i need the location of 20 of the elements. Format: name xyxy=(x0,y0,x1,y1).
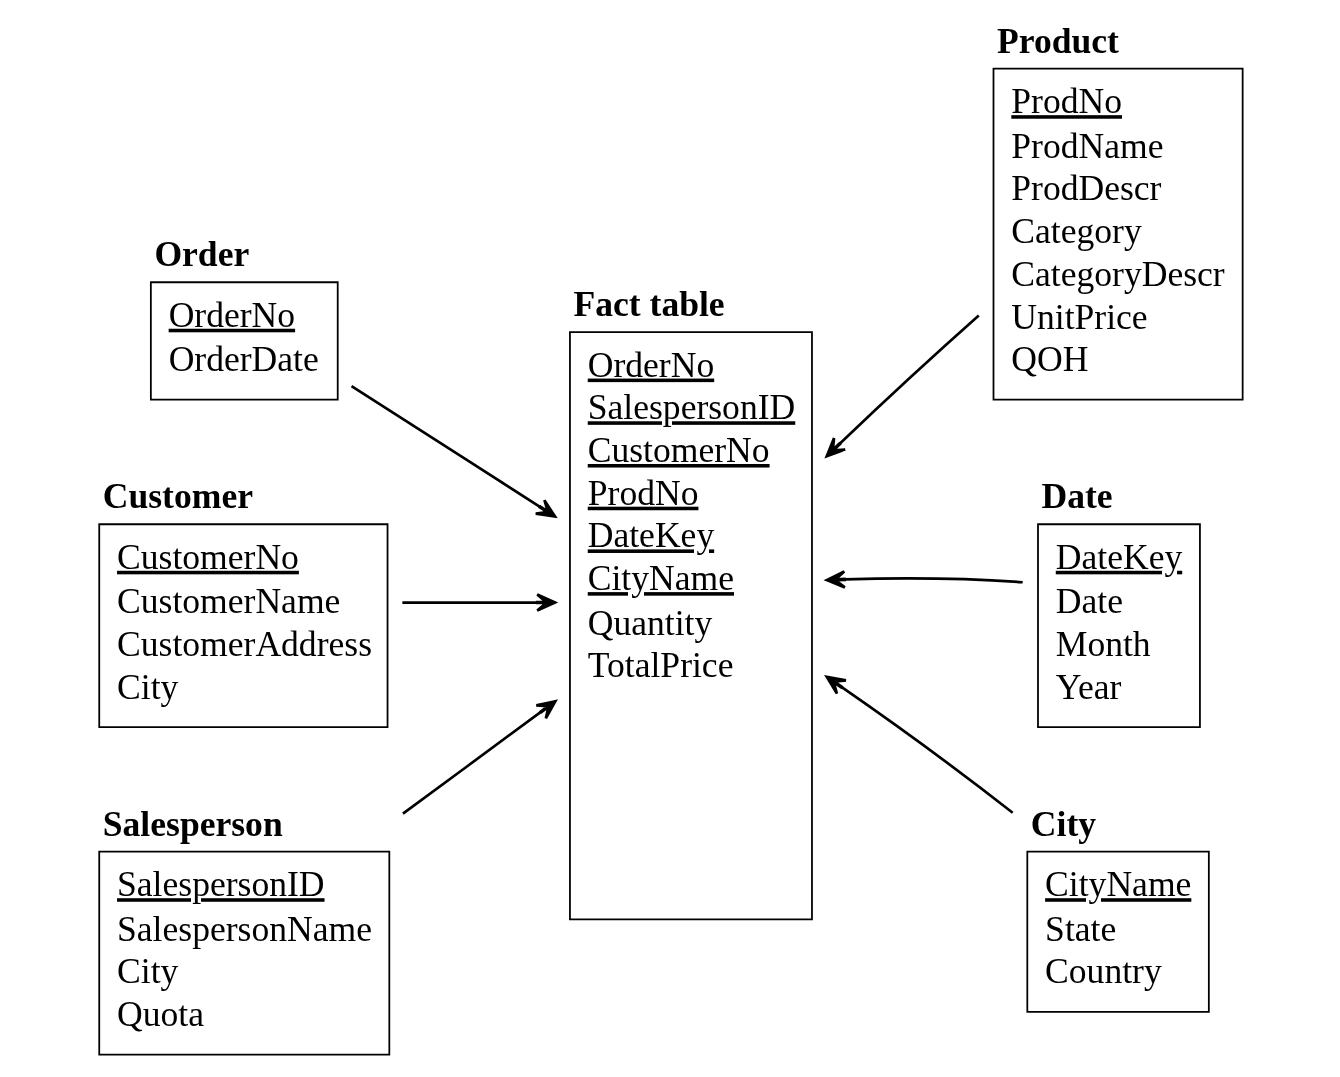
node-box: CityName State Country xyxy=(1025,850,1210,1013)
node-label: Salesperson xyxy=(102,803,283,844)
node-box: OrderNo OrderDate xyxy=(149,281,339,401)
node-label: Fact table xyxy=(573,284,725,325)
node-box: CustomerNo CustomerName CustomerAddress City xyxy=(97,523,388,729)
arrow xyxy=(401,593,556,612)
node-box: ProdNo ProdName ProdDescr Category CategoryDescr UnitPrice QOH xyxy=(992,67,1244,401)
node-box: OrderNo SalespersonID CustomerNo ProdNo DateKey CityName Quantity TotalPrice xyxy=(568,331,813,921)
node-label: Customer xyxy=(102,476,253,517)
arrow xyxy=(824,570,1023,589)
node-box: SalespersonID SalespersonName City Quota xyxy=(97,850,390,1056)
node-label: City xyxy=(1030,803,1096,844)
arrow xyxy=(350,384,556,518)
node-label: Product xyxy=(996,20,1119,61)
node-label: Order xyxy=(153,234,249,275)
arrow xyxy=(824,675,1013,814)
node-box: DateKey Date Month Year xyxy=(1036,523,1201,729)
arrow xyxy=(824,314,980,458)
arrow xyxy=(401,699,557,815)
node-label: Date xyxy=(1041,476,1113,517)
